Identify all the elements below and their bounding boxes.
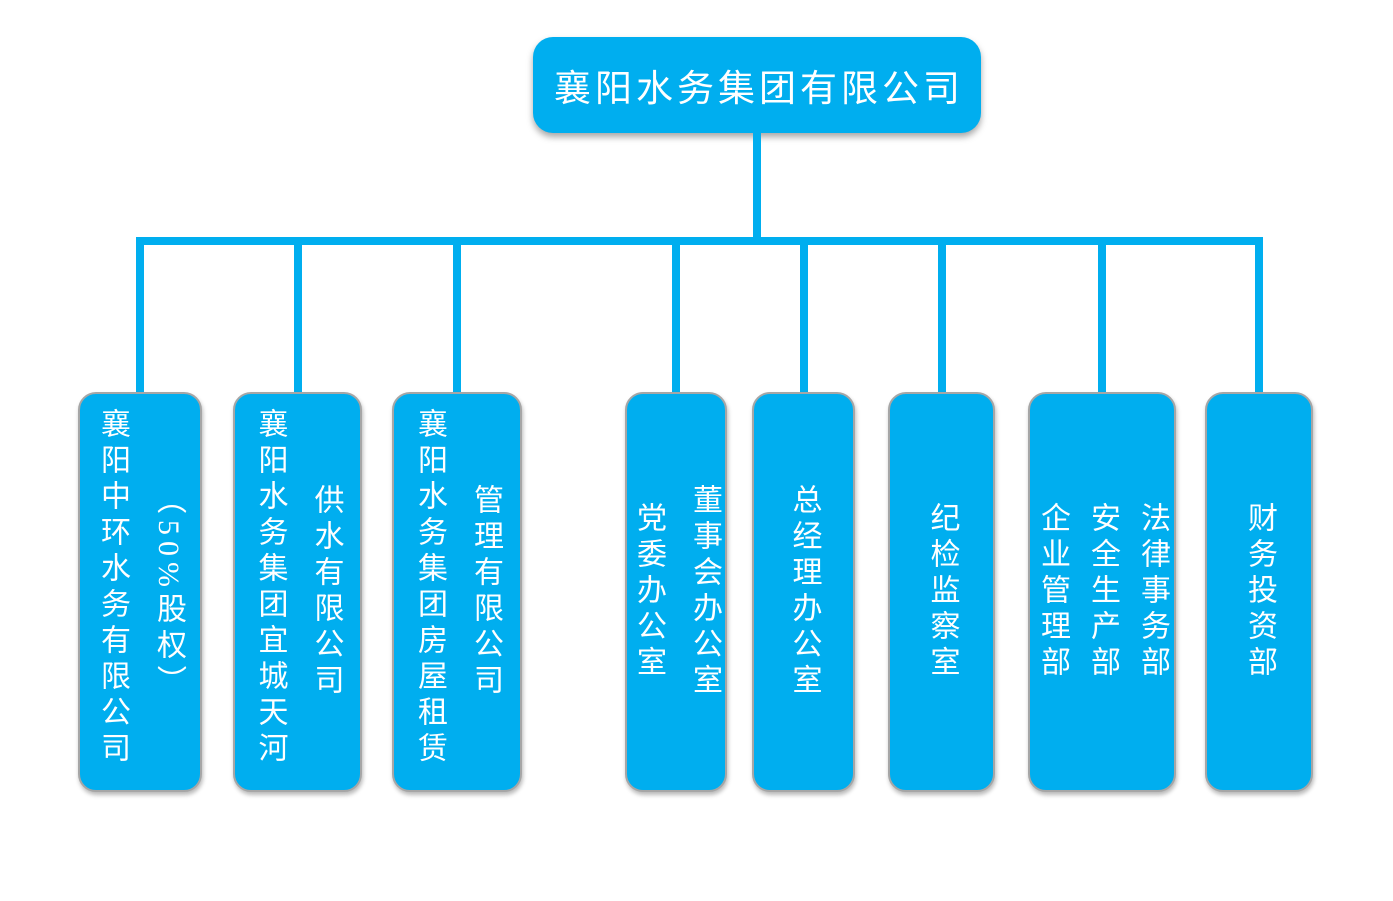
connector-vertical-2 [293,237,302,394]
child-box-2-line-2: 供水有限公司 [309,484,343,700]
connector-vertical-7 [1098,237,1106,394]
child-box-3: 襄阳水务集团房屋租赁管理有限公司 [392,392,522,792]
child-box-7-line-2: 安全生产部 [1086,502,1119,682]
connector-vertical-5 [799,237,808,394]
child-box-6-line-1: 纪检监察室 [925,502,959,682]
child-box-2: 襄阳水务集团宜城天河供水有限公司 [233,392,362,792]
child-box-5-line-1: 总经理办公室 [787,484,821,700]
child-box-5: 总经理办公室 [752,392,855,792]
connector-vertical-3 [453,237,461,394]
child-box-7-line-3: 法律事务部 [1136,502,1169,682]
child-box-3-line-2: 管理有限公司 [469,484,502,700]
child-box-4-line-2: 董事会办公室 [688,484,721,700]
child-box-1-line-2: （50%股权） [152,483,185,701]
connector-horizontal [136,237,1263,245]
child-box-4-line-1: 党委办公室 [632,502,665,682]
child-box-6: 纪检监察室 [888,392,995,792]
connector-vertical-6 [937,237,946,394]
child-box-7-line-1: 企业管理部 [1036,502,1069,682]
root-label: 襄阳水务集团有限公司 [554,69,964,110]
child-box-1: 襄阳中环水务有限公司 （50%股权） [78,392,202,792]
child-box-3-line-1: 襄阳水务集团房屋租赁 [413,408,446,768]
connector-vertical-4 [672,237,680,394]
child-box-8-line-1: 财务投资部 [1243,502,1276,682]
child-box-2-line-1: 襄阳水务集团宜城天河 [253,408,287,768]
child-box-1-line-1: 襄阳中环水务有限公司 [96,408,129,768]
child-box-7: 企业管理部安全生产部法律事务部 [1028,392,1176,792]
connector-vertical-8 [1255,237,1263,394]
child-box-4: 党委办公室董事会办公室 [625,392,727,792]
connector-vertical-1 [136,237,144,394]
root-box: 襄阳水务集团有限公司 [533,37,981,133]
connector-stem [753,132,761,242]
child-box-8: 财务投资部 [1205,392,1313,792]
